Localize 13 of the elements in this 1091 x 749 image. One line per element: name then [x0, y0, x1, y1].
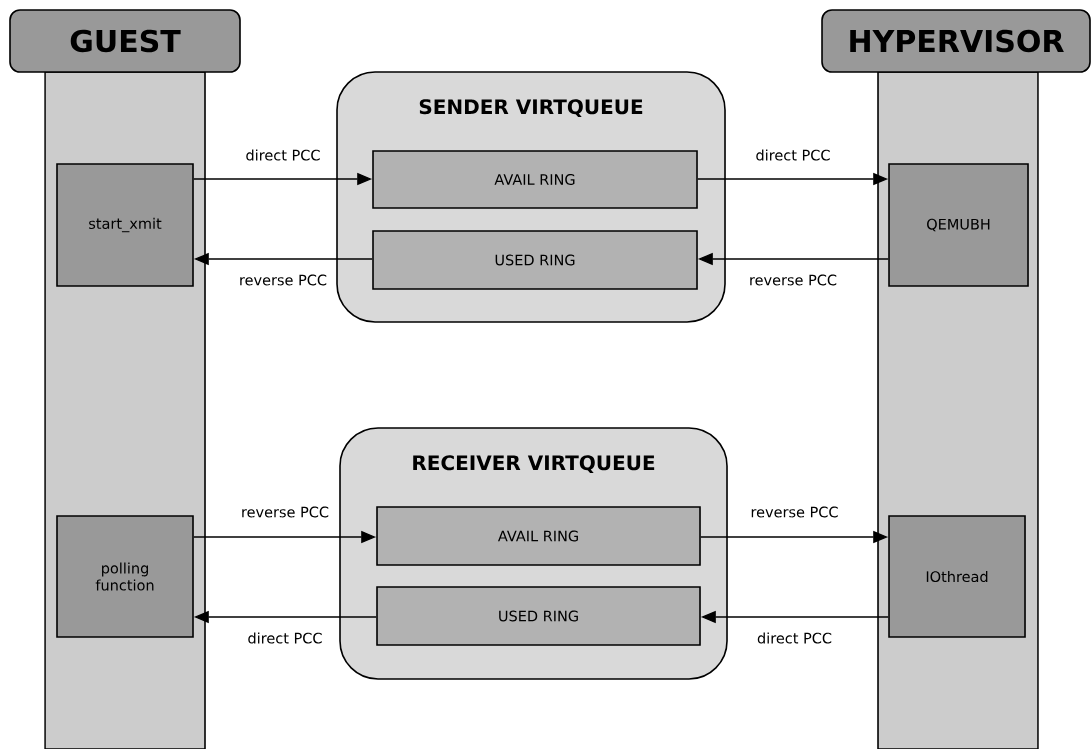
- process-box: QEMUBH: [888, 163, 1029, 287]
- process-box: start_xmit: [56, 163, 194, 287]
- edge-label: reverse PCC: [239, 505, 331, 519]
- process-box: polling function: [56, 515, 194, 638]
- ring-buffer-box: USED RING: [372, 230, 698, 290]
- node-label: HYPERVISOR: [850, 29, 1064, 53]
- edge-label: direct PCC: [244, 148, 322, 162]
- ring-buffer-box: AVAIL RING: [376, 506, 701, 566]
- ring-buffer-box: AVAIL RING: [372, 150, 698, 209]
- node-label: GUEST: [70, 29, 181, 53]
- ring-buffer-box: USED RING: [376, 586, 701, 646]
- process-box: IOthread: [888, 515, 1026, 638]
- edge-label: direct PCC: [246, 631, 324, 645]
